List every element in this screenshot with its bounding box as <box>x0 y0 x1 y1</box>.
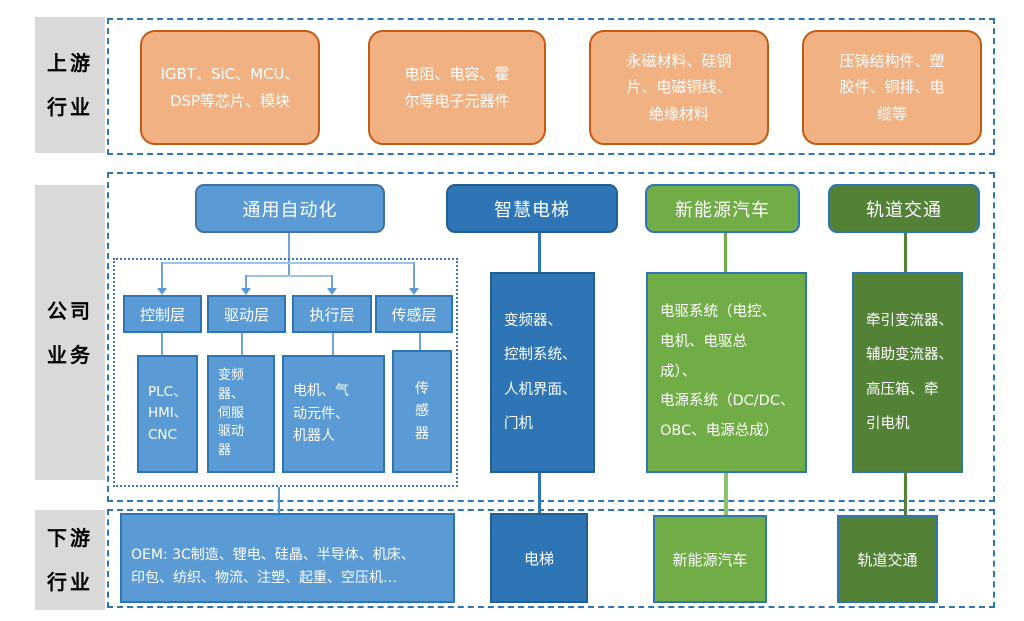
connector-drop-drive <box>245 275 247 288</box>
connector-elevator <box>538 233 541 272</box>
connector-elevator-downstream <box>538 473 541 513</box>
nev-products-box: 电驱系统（电控、 电机、电驱总 成）、 电源系统（DC/DC、 OBC、电源总成… <box>646 272 807 473</box>
company-container <box>107 172 995 502</box>
upstream-box-components: 电阻、电容、霍 尔等电子元器件 <box>368 30 546 145</box>
control-products-box: PLC、 HMI、 CNC <box>137 355 198 473</box>
connector-control-products <box>161 333 163 355</box>
upstream-box-materials: 永磁材料、硅钢 片、电磁铜线、 绝缘材料 <box>589 30 769 145</box>
connector-branch-inner <box>245 275 333 277</box>
layer-box-sensing: 传感层 <box>375 295 453 333</box>
layer-box-execution: 执行层 <box>292 295 372 333</box>
upstream-box-chips: IGBT、SiC、MCU、 DSP等芯片、模块 <box>140 30 320 145</box>
rail-title: 轨道交通 <box>828 184 980 233</box>
arrow-down-icon <box>327 288 337 295</box>
section-label-upstream: 上游 行业 <box>35 17 105 153</box>
execution-products-box: 电机、气 动元件、 机器人 <box>282 355 385 473</box>
sensing-products-box: 传 感 器 <box>392 350 452 473</box>
oem-eu-box: OEM: 3C制造、锂电、硅晶、半导体、机床、 印包、纺织、物流、注塑、起重、空… <box>120 513 455 603</box>
smart-elevator-title: 智慧电梯 <box>446 184 618 233</box>
arrow-down-icon <box>157 288 167 295</box>
layer-box-control: 控制层 <box>123 295 202 333</box>
drive-products-box: 变频 器、 伺服 驱动 器 <box>207 355 275 473</box>
connector-drop-execution <box>331 275 333 288</box>
rail-products-box: 牵引变流器、 辅助变流器、 高压箱、牵 引电机 <box>852 272 963 473</box>
nev-title: 新能源汽车 <box>645 184 800 233</box>
automation-subtree-container <box>113 258 458 487</box>
connector-rail-downstream <box>904 472 907 515</box>
downstream-elevator-box: 电梯 <box>490 513 588 603</box>
upstream-container <box>107 18 995 155</box>
connector-sensing-products <box>419 333 421 350</box>
arrow-down-icon <box>241 288 251 295</box>
connector-rail <box>904 233 907 273</box>
downstream-nev-box: 新能源汽车 <box>653 515 767 603</box>
connector-drive-products <box>241 333 243 355</box>
connector-execution-products <box>332 333 334 355</box>
connector-drop-control <box>161 262 163 288</box>
elevator-products-box: 变频器、 控制系统、 人机界面、 门机 <box>490 272 595 473</box>
general-automation-title: 通用自动化 <box>195 184 385 233</box>
downstream-container <box>107 509 995 608</box>
arrow-down-icon <box>409 288 419 295</box>
connector-nev <box>724 233 727 272</box>
upstream-box-structural: 压铸结构件、塑 胶件、铜排、电 缆等 <box>802 30 982 145</box>
connector-automation-downstream <box>278 487 280 513</box>
connector-branch-outer <box>161 262 415 264</box>
downstream-rail-box: 轨道交通 <box>837 515 938 603</box>
layer-box-drive: 驱动层 <box>207 295 286 333</box>
connector-drop-sensing <box>413 262 415 288</box>
connector-automation-stem <box>288 233 290 277</box>
section-label-company: 公司 业务 <box>35 185 105 480</box>
oem-industries: OEM: 3C制造、锂电、硅晶、半导体、机床、 印包、纺织、物流、注塑、起重、空… <box>131 547 415 586</box>
section-label-downstream: 下游 行业 <box>35 510 105 610</box>
connector-nev-downstream <box>724 473 728 515</box>
